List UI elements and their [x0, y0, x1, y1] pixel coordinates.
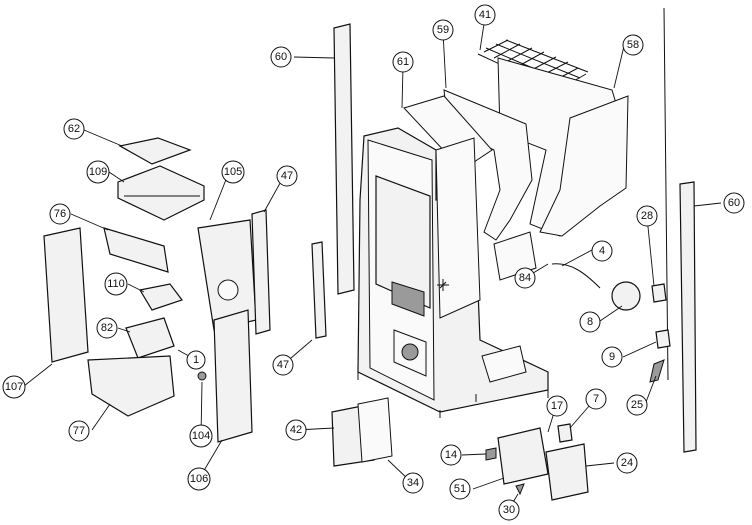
- svg-text:104: 104: [192, 430, 210, 442]
- control-board-24: [545, 443, 589, 501]
- callout-109: 109: [86, 160, 110, 184]
- burn-pot-82: [125, 317, 175, 359]
- svg-text:1: 1: [193, 354, 199, 366]
- svg-text:25: 25: [631, 399, 643, 411]
- control-bracket-51: [497, 427, 549, 485]
- callout-82: 82: [96, 317, 118, 339]
- ash-drawer-77: [87, 355, 175, 417]
- callout-8: 8: [579, 311, 601, 333]
- top-plate-109: [117, 165, 205, 221]
- svg-text:4: 4: [599, 245, 605, 257]
- callout-47-upper: 47: [276, 165, 298, 187]
- stove-body-frame: [357, 127, 549, 418]
- svg-text:17: 17: [551, 400, 563, 412]
- screw-30: [515, 483, 525, 496]
- svg-text:58: 58: [627, 39, 639, 51]
- svg-text:9: 9: [609, 351, 615, 363]
- vertical-rod: [663, 7, 669, 381]
- top-cover-62: [118, 137, 192, 165]
- callout-59: 59: [432, 19, 454, 41]
- svg-text:24: 24: [621, 457, 633, 469]
- side-panel-107: [43, 227, 89, 363]
- callout-25: 25: [626, 394, 648, 416]
- svg-text:42: 42: [290, 424, 302, 436]
- door-106: [213, 309, 253, 443]
- callout-104: 104: [189, 424, 213, 448]
- bracket-76: [103, 227, 169, 273]
- svg-text:41: 41: [479, 9, 491, 21]
- side-rail-60-right: [679, 181, 697, 453]
- relay-7: [557, 423, 573, 443]
- callout-4: 4: [591, 240, 613, 262]
- svg-text:62: 62: [68, 123, 80, 135]
- svg-text:8: 8: [587, 316, 593, 328]
- callout-110: 110: [104, 272, 128, 296]
- callout-30: 30: [498, 499, 520, 521]
- trim-strip-47-lower: [311, 241, 327, 339]
- svg-text:30: 30: [503, 504, 515, 516]
- svg-text:76: 76: [54, 208, 66, 220]
- svg-text:61: 61: [397, 56, 409, 68]
- callout-107: 107: [2, 375, 26, 399]
- svg-text:34: 34: [407, 477, 419, 489]
- callout-42: 42: [285, 419, 307, 441]
- svg-text:47: 47: [281, 170, 293, 182]
- svg-text:47: 47: [277, 359, 289, 371]
- exchanger-plate-58: [497, 57, 629, 237]
- svg-text:59: 59: [437, 24, 449, 36]
- svg-text:51: 51: [454, 483, 466, 495]
- svg-text:60: 60: [728, 197, 740, 209]
- gasket-34: [357, 397, 393, 463]
- callout-58: 58: [622, 34, 644, 56]
- callout-41: 41: [474, 4, 496, 26]
- callout-77: 77: [68, 420, 90, 442]
- callout-24: 24: [616, 452, 638, 474]
- callout-14: 14: [440, 444, 462, 466]
- callout-28: 28: [636, 205, 658, 227]
- svg-text:7: 7: [593, 393, 599, 405]
- callout-62: 62: [63, 118, 85, 140]
- callout-47-lower: 47: [272, 354, 294, 376]
- callout-34: 34: [402, 472, 424, 494]
- pressure-switch-28: [651, 283, 667, 303]
- callout-1: 1: [186, 350, 206, 370]
- callout-84: 84: [514, 267, 536, 289]
- sensor-25: [649, 359, 665, 383]
- svg-text:60: 60: [275, 51, 287, 63]
- callout-76: 76: [49, 203, 71, 225]
- svg-text:28: 28: [641, 210, 653, 222]
- callout-105: 105: [221, 160, 245, 184]
- svg-text:109: 109: [89, 166, 107, 178]
- callout-60-right: 60: [723, 192, 745, 214]
- callout-106: 106: [187, 467, 211, 491]
- connector-14: [485, 447, 497, 461]
- grommet-1: [197, 371, 207, 381]
- callout-60-left: 60: [270, 46, 292, 68]
- svg-text:106: 106: [190, 473, 208, 485]
- callout-9: 9: [601, 346, 623, 368]
- svg-text:14: 14: [445, 449, 457, 461]
- hopper-cover-110: [139, 283, 183, 311]
- callout-7: 7: [585, 388, 607, 410]
- svg-text:107: 107: [5, 381, 23, 393]
- svg-text:110: 110: [107, 278, 125, 290]
- callout-17: 17: [546, 395, 568, 417]
- svg-text:105: 105: [224, 166, 242, 178]
- trim-strip-47-upper: [251, 209, 271, 335]
- svg-text:82: 82: [101, 322, 113, 334]
- svg-text:77: 77: [73, 425, 85, 437]
- callout-51: 51: [449, 478, 471, 500]
- callout-61: 61: [392, 51, 414, 73]
- side-rail-60-left: [333, 23, 355, 295]
- switch-9: [655, 329, 671, 349]
- fan-8: [611, 281, 641, 311]
- cable-4: [551, 263, 601, 289]
- svg-text:84: 84: [519, 272, 531, 284]
